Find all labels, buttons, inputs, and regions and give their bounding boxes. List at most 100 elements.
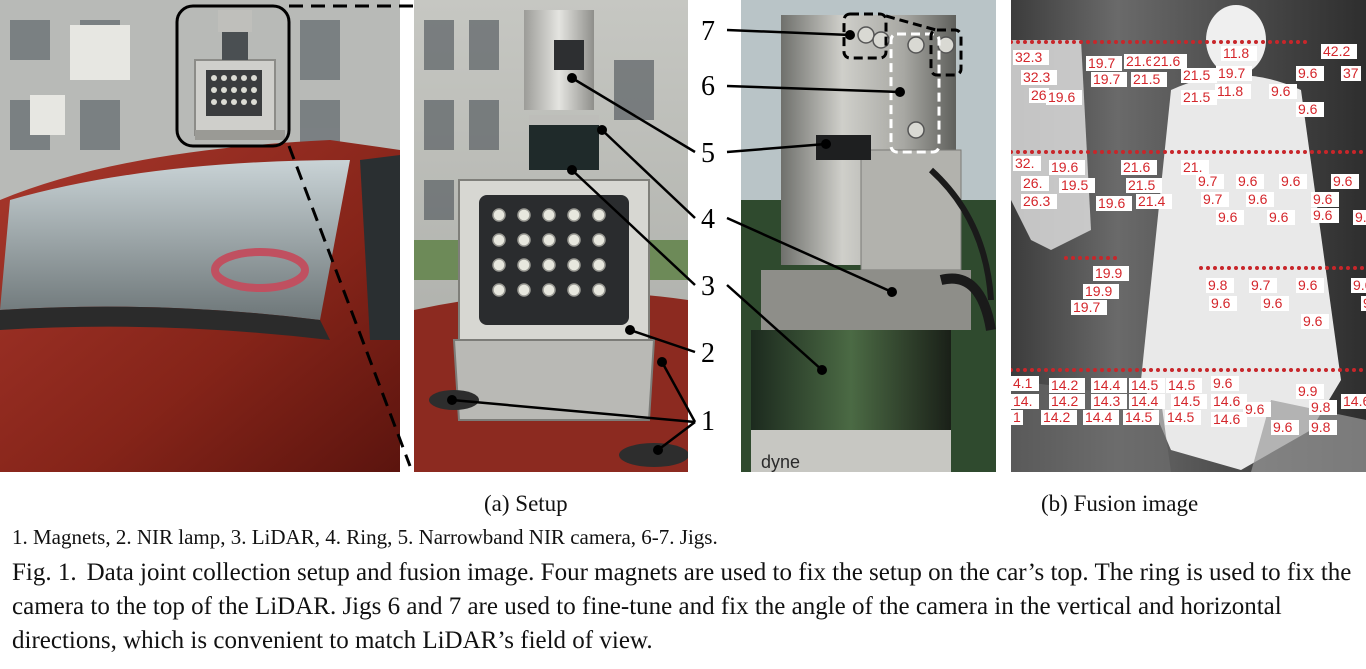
lidar-point [1289, 368, 1293, 372]
fusion-value-label: 19.6 [1046, 89, 1082, 105]
fusion-value-label: 9.6 [1311, 207, 1339, 223]
fusion-value-label: 9.6 [1267, 209, 1295, 225]
callout-6: 6 [701, 71, 715, 102]
lidar-point [1011, 40, 1013, 44]
lidar-point [1078, 256, 1082, 260]
lidar-point [1220, 266, 1224, 270]
lidar-point [1303, 40, 1307, 44]
lidar-point [1311, 266, 1315, 270]
lidar-point [1163, 368, 1167, 372]
lidar-point [1226, 40, 1230, 44]
lidar-point [1106, 256, 1110, 260]
fusion-value-label: 9.6 [1351, 277, 1366, 293]
fusion-value-label: 19.7 [1216, 65, 1252, 81]
lidar-point [1093, 150, 1097, 154]
lidar-point [1212, 40, 1216, 44]
lidar-point [1289, 40, 1293, 44]
lidar-point [1247, 368, 1251, 372]
fusion-value-label: 21.6 [1151, 53, 1187, 69]
lidar-point [1092, 256, 1096, 260]
fusion-value-label: 19.7 [1071, 299, 1107, 315]
lidar-point [1071, 256, 1075, 260]
svg-text:14.6: 14.6 [1213, 411, 1240, 427]
fusion-value-label: 21.6 [1121, 159, 1157, 175]
fusion-value-label: 9.6 [1296, 101, 1324, 117]
fusion-value-label: 14.5 [1123, 409, 1159, 425]
svg-text:9.7: 9.7 [1363, 295, 1366, 311]
fusion-value-label: 14.6 [1341, 393, 1366, 409]
lidar-point [1303, 368, 1307, 372]
svg-text:9.6: 9.6 [1353, 277, 1366, 293]
lidar-point [1219, 40, 1223, 44]
fusion-value-label: 9.6 [1211, 375, 1239, 391]
figure-label: Fig. 1. [12, 559, 77, 586]
svg-text:14.5: 14.5 [1167, 409, 1194, 425]
fusion-value-label: 26.3 [1021, 193, 1057, 209]
fusion-value-label: 14.4 [1083, 409, 1119, 425]
fusion-value-label: 11.8 [1221, 45, 1257, 61]
fusion-value-label: 9.6 [1243, 401, 1271, 417]
fusion-value-label: 14.6 [1211, 411, 1247, 427]
lidar-point [1044, 40, 1048, 44]
svg-text:9.7: 9.7 [1203, 191, 1223, 207]
lidar-point [1037, 150, 1041, 154]
svg-text:19.6: 19.6 [1098, 195, 1125, 211]
lidar-point [1282, 368, 1286, 372]
fusion-value-label: 32.3 [1013, 49, 1049, 65]
lidar-point [1296, 150, 1300, 154]
lidar-point [1254, 40, 1258, 44]
lidar-point [1275, 368, 1279, 372]
lidar-point [1163, 40, 1167, 44]
fusion-value-label: 32. [1013, 155, 1041, 171]
lidar-point [1331, 368, 1335, 372]
lidar-point [1114, 150, 1118, 154]
svg-text:19.9: 19.9 [1095, 265, 1122, 281]
fusion-value-label: 9.6 [1216, 209, 1244, 225]
component-legend: 1. Magnets, 2. NIR lamp, 3. LiDAR, 4. Ri… [12, 525, 718, 549]
fusion-value-label: 9.6 [1209, 295, 1237, 311]
lidar-point [1121, 40, 1125, 44]
lidar-point [1248, 266, 1252, 270]
svg-text:14.5: 14.5 [1131, 377, 1158, 393]
fusion-value-label: 9.7 [1201, 191, 1229, 207]
fusion-value-label: 11.8 [1215, 83, 1251, 99]
lidar-point [1296, 40, 1300, 44]
fusion-value-label: 9.6 [1269, 83, 1297, 99]
lidar-point [1065, 40, 1069, 44]
lidar-point [1345, 368, 1349, 372]
fusion-value-label: 42.2 [1321, 43, 1357, 59]
lidar-point [1093, 40, 1097, 44]
lidar-point [1079, 40, 1083, 44]
svg-text:9.6: 9.6 [1313, 191, 1333, 207]
svg-text:14.2: 14.2 [1051, 393, 1078, 409]
fusion-value-label: 9.6 [1311, 191, 1339, 207]
fusion-value-label: 14.6 [1211, 393, 1247, 409]
lidar-point [1247, 150, 1251, 154]
lidar-point [1199, 266, 1203, 270]
lidar-point [1079, 150, 1083, 154]
fusion-value-label: 32.3 [1021, 69, 1057, 85]
lidar-point [1282, 150, 1286, 154]
fusion-value-label: 14. [1011, 393, 1039, 409]
svg-text:4.1: 4.1 [1013, 375, 1033, 391]
fusion-value-label: 19.9 [1083, 283, 1119, 299]
fusion-value-label: 9.7 [1361, 295, 1366, 311]
fusion-value-label: 21.5 [1181, 67, 1217, 83]
lidar-point [1100, 40, 1104, 44]
lidar-point [1065, 150, 1069, 154]
lidar-point [1198, 150, 1202, 154]
svg-text:9.6: 9.6 [1218, 209, 1238, 225]
lidar-point [1226, 150, 1230, 154]
lidar-point [1345, 150, 1349, 154]
svg-text:21.6: 21.6 [1123, 159, 1150, 175]
svg-text:9.7: 9.7 [1198, 173, 1218, 189]
fusion-value-label: 19.7 [1091, 71, 1127, 87]
lidar-point [1100, 150, 1104, 154]
lidar-point [1011, 150, 1013, 154]
lidar-point [1156, 368, 1160, 372]
lidar-point [1149, 368, 1153, 372]
fusion-value-label: 14.5 [1129, 377, 1165, 393]
lidar-point [1163, 150, 1167, 154]
lidar-point [1240, 150, 1244, 154]
lidar-point [1212, 150, 1216, 154]
